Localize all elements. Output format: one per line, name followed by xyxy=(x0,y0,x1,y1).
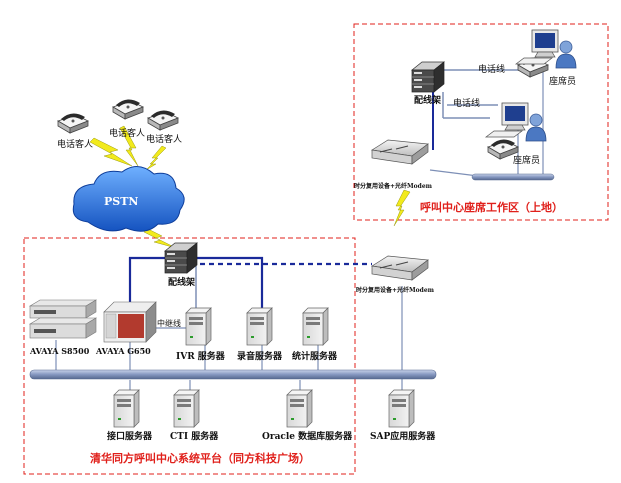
agent-lan-bus xyxy=(471,173,555,181)
sap-server-icon xyxy=(388,389,415,428)
interface-server-icon xyxy=(113,389,140,428)
avaya-g650-icon xyxy=(103,301,157,343)
trunk-label: 中继线 xyxy=(157,319,181,328)
modem-icon xyxy=(371,139,429,165)
agent-area-border xyxy=(353,23,609,221)
agent-workstation-icon xyxy=(515,29,577,69)
sap-server-label: SAP应用服务器 xyxy=(370,432,436,442)
stats-server-label: 统计服务器 xyxy=(292,352,338,362)
agent-label: 座席员 xyxy=(549,77,577,87)
phone-line-label: 电话线 xyxy=(478,65,506,75)
platform-area-border xyxy=(23,237,356,475)
modem-icon xyxy=(371,255,429,281)
ivr-server-label: IVR 服务器 xyxy=(176,352,225,362)
oracle-server-icon xyxy=(286,389,313,428)
phone-line-label: 电话线 xyxy=(453,99,481,109)
agent-area-wiring xyxy=(429,60,544,178)
platform-wiring xyxy=(55,256,403,393)
avaya-s8500-label: AVAYA S8500 xyxy=(30,346,90,356)
rack-icon xyxy=(164,242,198,274)
platform-title: 清华同方呼叫中心系统平台（同方科技广场） xyxy=(90,452,310,465)
rack-label-platform: 配线架 xyxy=(168,278,196,288)
customer-label: 电话客人 xyxy=(57,140,94,150)
agent-area-title: 呼叫中心座席工作区（上地） xyxy=(420,201,563,214)
recording-server-label: 录音服务器 xyxy=(237,352,283,362)
modem-label-agent: 时分复用设备+光纤Modem xyxy=(354,183,433,190)
stats-server-icon xyxy=(302,307,329,346)
customer-phone-icon xyxy=(147,109,179,131)
oracle-server-label: Oracle 数据库服务器 xyxy=(262,432,353,442)
rack-label-agent: 配线架 xyxy=(414,96,442,106)
pstn-label: PSTN xyxy=(104,195,139,208)
customer-label: 电话客人 xyxy=(109,129,146,139)
lightning-icon xyxy=(89,125,411,249)
customer-label: 电话客人 xyxy=(146,135,183,145)
ivr-server-icon xyxy=(185,307,212,346)
agent-workstation-icon xyxy=(485,102,547,142)
rack-icon xyxy=(411,61,445,93)
pstn-cloud-icon xyxy=(72,166,185,232)
avaya-g650-label: AVAYA G650 xyxy=(96,346,151,356)
platform-lan-bus xyxy=(29,369,437,380)
customer-phone-icon xyxy=(112,98,144,120)
avaya-s8500-icon xyxy=(28,299,98,339)
interface-server-label: 接口服务器 xyxy=(107,432,153,442)
customer-phone-icon xyxy=(57,112,89,134)
modem-label-platform: 时分复用设备+光纤Modem xyxy=(356,287,435,294)
agent-label: 座席员 xyxy=(513,156,541,166)
cti-server-icon xyxy=(173,389,200,428)
recording-server-icon xyxy=(246,307,273,346)
cti-server-label: CTI 服务器 xyxy=(170,432,219,442)
